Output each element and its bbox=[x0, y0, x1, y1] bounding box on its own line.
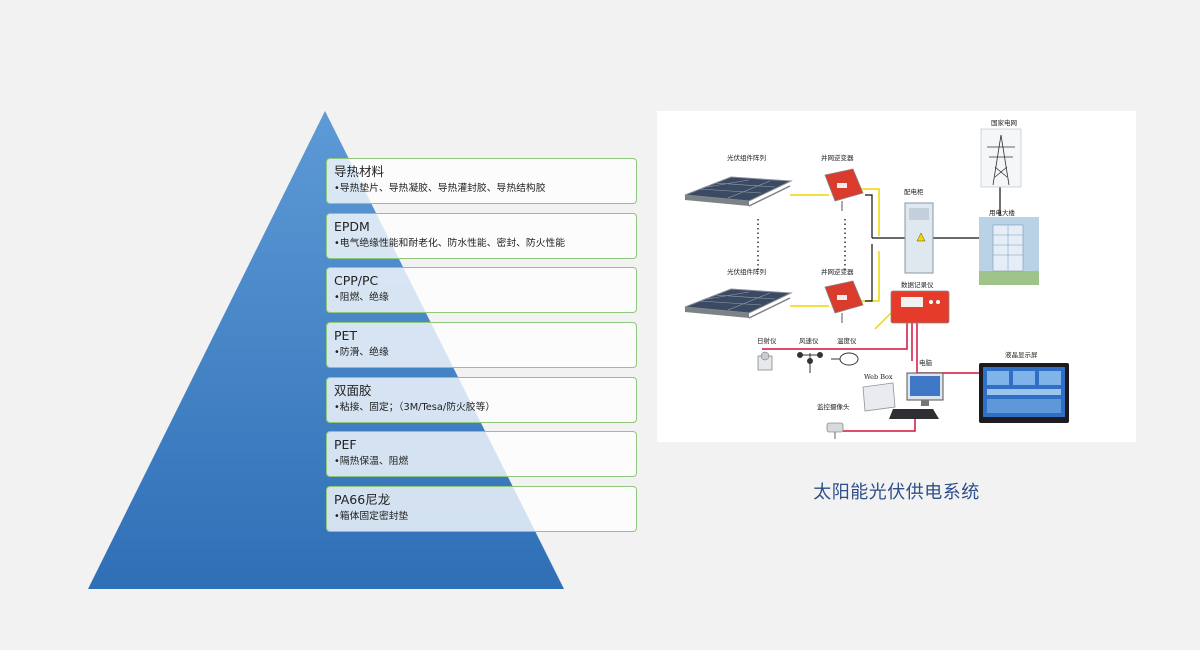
layer-card-double-sided-tape: 双面胶 •粘接、固定；（3M/Tesa/防火胶等） bbox=[326, 376, 637, 423]
layer-desc: •电气绝缘性能和耐老化、防水性能、密封、防火性能 bbox=[334, 237, 566, 249]
label-distribution-cabinet: 配电柜 bbox=[904, 187, 924, 196]
layer-desc: •阻燃、绝缘 bbox=[334, 292, 389, 304]
layer-title: 导热材料 bbox=[334, 164, 385, 179]
label-pv-array-bottom: 光伏组件阵列 bbox=[727, 267, 766, 276]
office-building bbox=[979, 217, 1039, 285]
irradiance-meter bbox=[757, 351, 773, 371]
label-national-grid: 国家电网 bbox=[991, 118, 1017, 127]
layer-card-pef: PEF •隔热保温、阻燃 bbox=[326, 431, 637, 478]
pv-array-top bbox=[684, 176, 793, 207]
diagram-caption: 太阳能光伏供电系统 bbox=[813, 482, 980, 503]
ac-wires bbox=[865, 187, 1001, 302]
pv-array-bottom bbox=[684, 288, 793, 319]
thermometer-sensor bbox=[831, 352, 859, 366]
layer-title: 双面胶 bbox=[334, 382, 372, 398]
label-thermometer: 温度仪 bbox=[837, 336, 857, 345]
label-lcd-screen: 液晶显示屏 bbox=[1005, 350, 1038, 359]
label-web-box: Web Box bbox=[864, 373, 893, 381]
label-building: 用电大楼 bbox=[989, 208, 1016, 217]
label-camera: 监控摄像头 bbox=[817, 402, 850, 411]
layer-card-pa66: PA66尼龙 •箱体固定密封垫 bbox=[326, 486, 637, 533]
label-inverter-bottom: 并网逆变器 bbox=[821, 267, 854, 276]
inverter-bottom bbox=[824, 280, 864, 323]
layer-title: CPP/PC bbox=[334, 273, 379, 289]
data-logger bbox=[890, 290, 950, 324]
layer-card-cpp-pc: CPP/PC •阻燃、绝缘 bbox=[326, 267, 637, 314]
web-box bbox=[862, 382, 896, 412]
layer-desc: •防滑、绝缘 bbox=[334, 347, 389, 359]
anemometer bbox=[797, 352, 823, 373]
distribution-cabinet bbox=[904, 202, 934, 274]
label-irradiance-meter: 日射仪 bbox=[757, 336, 777, 345]
material-layer-list: 导热材料 •导热垫片、导热凝胶、导热灌封胶、导热结构胶 EPDM •电气绝缘性能… bbox=[326, 158, 637, 541]
layer-card-pet: PET •防滑、绝缘 bbox=[326, 322, 637, 369]
solar-system-diagram: 光伏组件阵列 并网逆变器 光伏组件阵列 并网逆变器 配电柜 国家电网 用电大楼 … bbox=[657, 111, 1136, 442]
inverter-top bbox=[824, 168, 864, 211]
layer-card-epdm: EPDM •电气绝缘性能和耐老化、防水性能、密封、防火性能 bbox=[326, 212, 637, 259]
layer-desc: •隔热保温、阻燃 bbox=[334, 456, 409, 468]
layer-title: PA66尼龙 bbox=[334, 492, 391, 508]
surveillance-camera bbox=[826, 422, 844, 439]
data-wires bbox=[762, 323, 979, 432]
layer-desc: •箱体固定密封垫 bbox=[334, 511, 409, 523]
layer-desc: •粘接、固定；（3M/Tesa/防火胶等） bbox=[334, 401, 496, 413]
label-inverter-top: 并网逆变器 bbox=[821, 153, 854, 162]
layer-title: EPDM bbox=[334, 218, 370, 234]
label-pv-array-top: 光伏组件阵列 bbox=[727, 153, 766, 162]
power-pylon bbox=[980, 128, 1022, 188]
lcd-display bbox=[979, 363, 1069, 423]
layer-desc: •导热垫片、导热凝胶、导热灌封胶、导热结构胶 bbox=[334, 183, 546, 194]
solar-system-svg: 光伏组件阵列 并网逆变器 光伏组件阵列 并网逆变器 配电柜 国家电网 用电大楼 … bbox=[684, 118, 1069, 439]
layer-title: PEF bbox=[334, 437, 357, 453]
layer-title: PET bbox=[334, 328, 358, 344]
computer bbox=[889, 372, 944, 419]
label-data-logger: 数据记录仪 bbox=[901, 280, 934, 289]
layer-card-thermal: 导热材料 •导热垫片、导热凝胶、导热灌封胶、导热结构胶 bbox=[326, 158, 637, 204]
label-anemometer: 风速仪 bbox=[799, 337, 819, 345]
label-computer: 电脑 bbox=[919, 358, 933, 367]
